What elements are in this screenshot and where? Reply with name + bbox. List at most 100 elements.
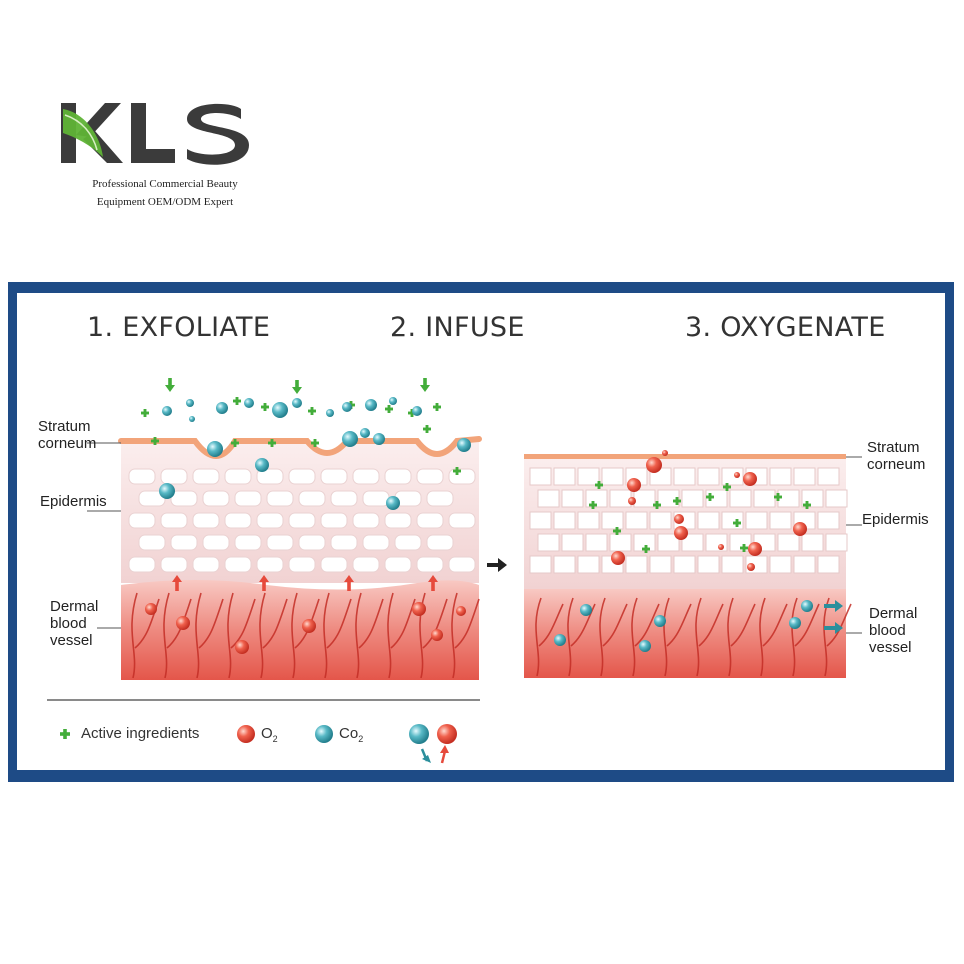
epidermis-cell: [753, 489, 776, 508]
o2-bubble-icon: [674, 526, 688, 540]
right-panel: [524, 454, 852, 678]
epidermis-cell: [585, 533, 608, 552]
co2-bubble-icon: [272, 402, 288, 418]
co2-bubble-icon: [186, 399, 194, 407]
left-panel: [118, 436, 482, 680]
co2-bubble-icon: [326, 409, 334, 417]
blood-vessel: [134, 598, 160, 649]
right-dermal-line2: blood: [869, 622, 906, 639]
epidermis-cell: [825, 533, 848, 552]
right-stratum-label: Stratum corneum: [867, 439, 925, 473]
plus-icon: [385, 405, 393, 413]
blood-vessel: [727, 597, 734, 677]
co2-bubble-icon: [342, 431, 358, 447]
epidermis-cell: [697, 467, 720, 486]
epidermis-cell: [553, 467, 576, 486]
co2-bubble-icon: [244, 398, 254, 408]
epidermis-cell: [170, 534, 198, 551]
co2-bubble-icon: [255, 458, 269, 472]
co2-bubble-icon: [365, 399, 377, 411]
epidermis-cell: [553, 511, 576, 530]
blood-vessel: [663, 597, 670, 677]
kls-logo-icon: [61, 103, 249, 165]
blood-vessel: [131, 592, 138, 679]
o2-bubble-icon: [176, 616, 190, 630]
teal-arrow-icon: [824, 622, 843, 634]
epidermis-cell: [448, 512, 476, 529]
blood-vessel: [291, 592, 298, 679]
step-infuse-title: 2. INFUSE: [390, 312, 525, 343]
epidermis-cell: [633, 489, 656, 508]
o2-bubble-icon: [456, 606, 466, 616]
epidermis-cell: [426, 490, 454, 507]
o2-bubble-icon: [628, 497, 636, 505]
teal-arrow-icon: [824, 600, 843, 612]
epidermis-cell: [330, 490, 358, 507]
epidermis-cell: [266, 534, 294, 551]
blood-vessel: [730, 603, 756, 647]
epidermis-cell: [416, 512, 444, 529]
skin-diagram: [47, 378, 862, 764]
epidermis-cell: [793, 467, 816, 486]
epidermis-cell: [202, 534, 230, 551]
blood-vessel: [759, 597, 766, 677]
down-arrow-icon: [165, 378, 175, 392]
epidermis-cell: [192, 468, 220, 485]
o2-bubble-icon: [627, 478, 641, 492]
epidermis-cell: [561, 533, 584, 552]
diagram-frame: 1. EXFOLIATE 2. INFUSE 3. OXYGENATE Stra…: [8, 282, 954, 782]
epidermis-cell: [625, 555, 648, 574]
co2-bubble-icon: [315, 725, 333, 743]
co2-bubble-icon: [207, 441, 223, 457]
legend-co2: Co2: [339, 725, 363, 744]
o2-bubble-icon: [662, 450, 668, 456]
epidermis-cell: [625, 511, 648, 530]
right-dermal-label: Dermal blood vessel: [869, 605, 917, 656]
blood-vessel: [602, 603, 628, 647]
epidermis-cell: [769, 511, 792, 530]
down-arrow-icon: [292, 380, 302, 394]
epidermis-cell: [256, 556, 284, 573]
blood-vessel: [230, 598, 256, 649]
co2-bubble-icon: [639, 640, 651, 652]
epidermis-cell: [362, 534, 390, 551]
co2-bubble-icon: [162, 406, 172, 416]
blood-vessel: [355, 592, 362, 679]
epidermis-cell: [320, 512, 348, 529]
epidermis-cell: [697, 555, 720, 574]
o2-bubble-icon: [793, 522, 807, 536]
blood-vessel: [323, 592, 330, 679]
co2-bubble-icon: [159, 483, 175, 499]
exchange-arrows-icon: [420, 745, 449, 764]
o2-bubble-icon: [718, 544, 724, 550]
co2-bubble-icon: [457, 438, 471, 452]
right-epidermis-label: Epidermis: [862, 511, 929, 528]
epidermis-cell: [745, 511, 768, 530]
plus-icon: [433, 403, 441, 411]
epidermis-cell: [529, 555, 552, 574]
epidermis-cell: [649, 555, 672, 574]
epidermis-cell: [825, 489, 848, 508]
plus-icon: [308, 407, 316, 415]
co2-bubble-icon: [342, 402, 352, 412]
co2-exchange-bubble-icon: [409, 724, 429, 744]
epidermis-cell: [817, 555, 840, 574]
epidermis-cell: [585, 489, 608, 508]
epidermis-cell: [234, 490, 262, 507]
co2-bubble-icon: [554, 634, 566, 646]
legend-active-ingredients: Active ingredients: [81, 725, 200, 742]
epidermis-cell: [657, 489, 680, 508]
epidermis-cell: [128, 512, 156, 529]
legend-o2-text: O: [261, 725, 273, 742]
epidermis-cell: [352, 556, 380, 573]
plus-icon: [233, 397, 241, 405]
blood-vessel: [198, 598, 224, 649]
down-arrow-icon: [420, 378, 430, 392]
epidermis-cell: [298, 490, 326, 507]
left-stratum-label: Stratum corneum: [38, 418, 96, 452]
legend-o2-sub: 2: [272, 734, 278, 744]
blood-vessel: [195, 592, 202, 679]
epidermis-cell: [721, 511, 744, 530]
legend-o2: O2: [261, 725, 278, 744]
brand-logo: Professional Commercial Beauty Equipment…: [55, 95, 255, 215]
